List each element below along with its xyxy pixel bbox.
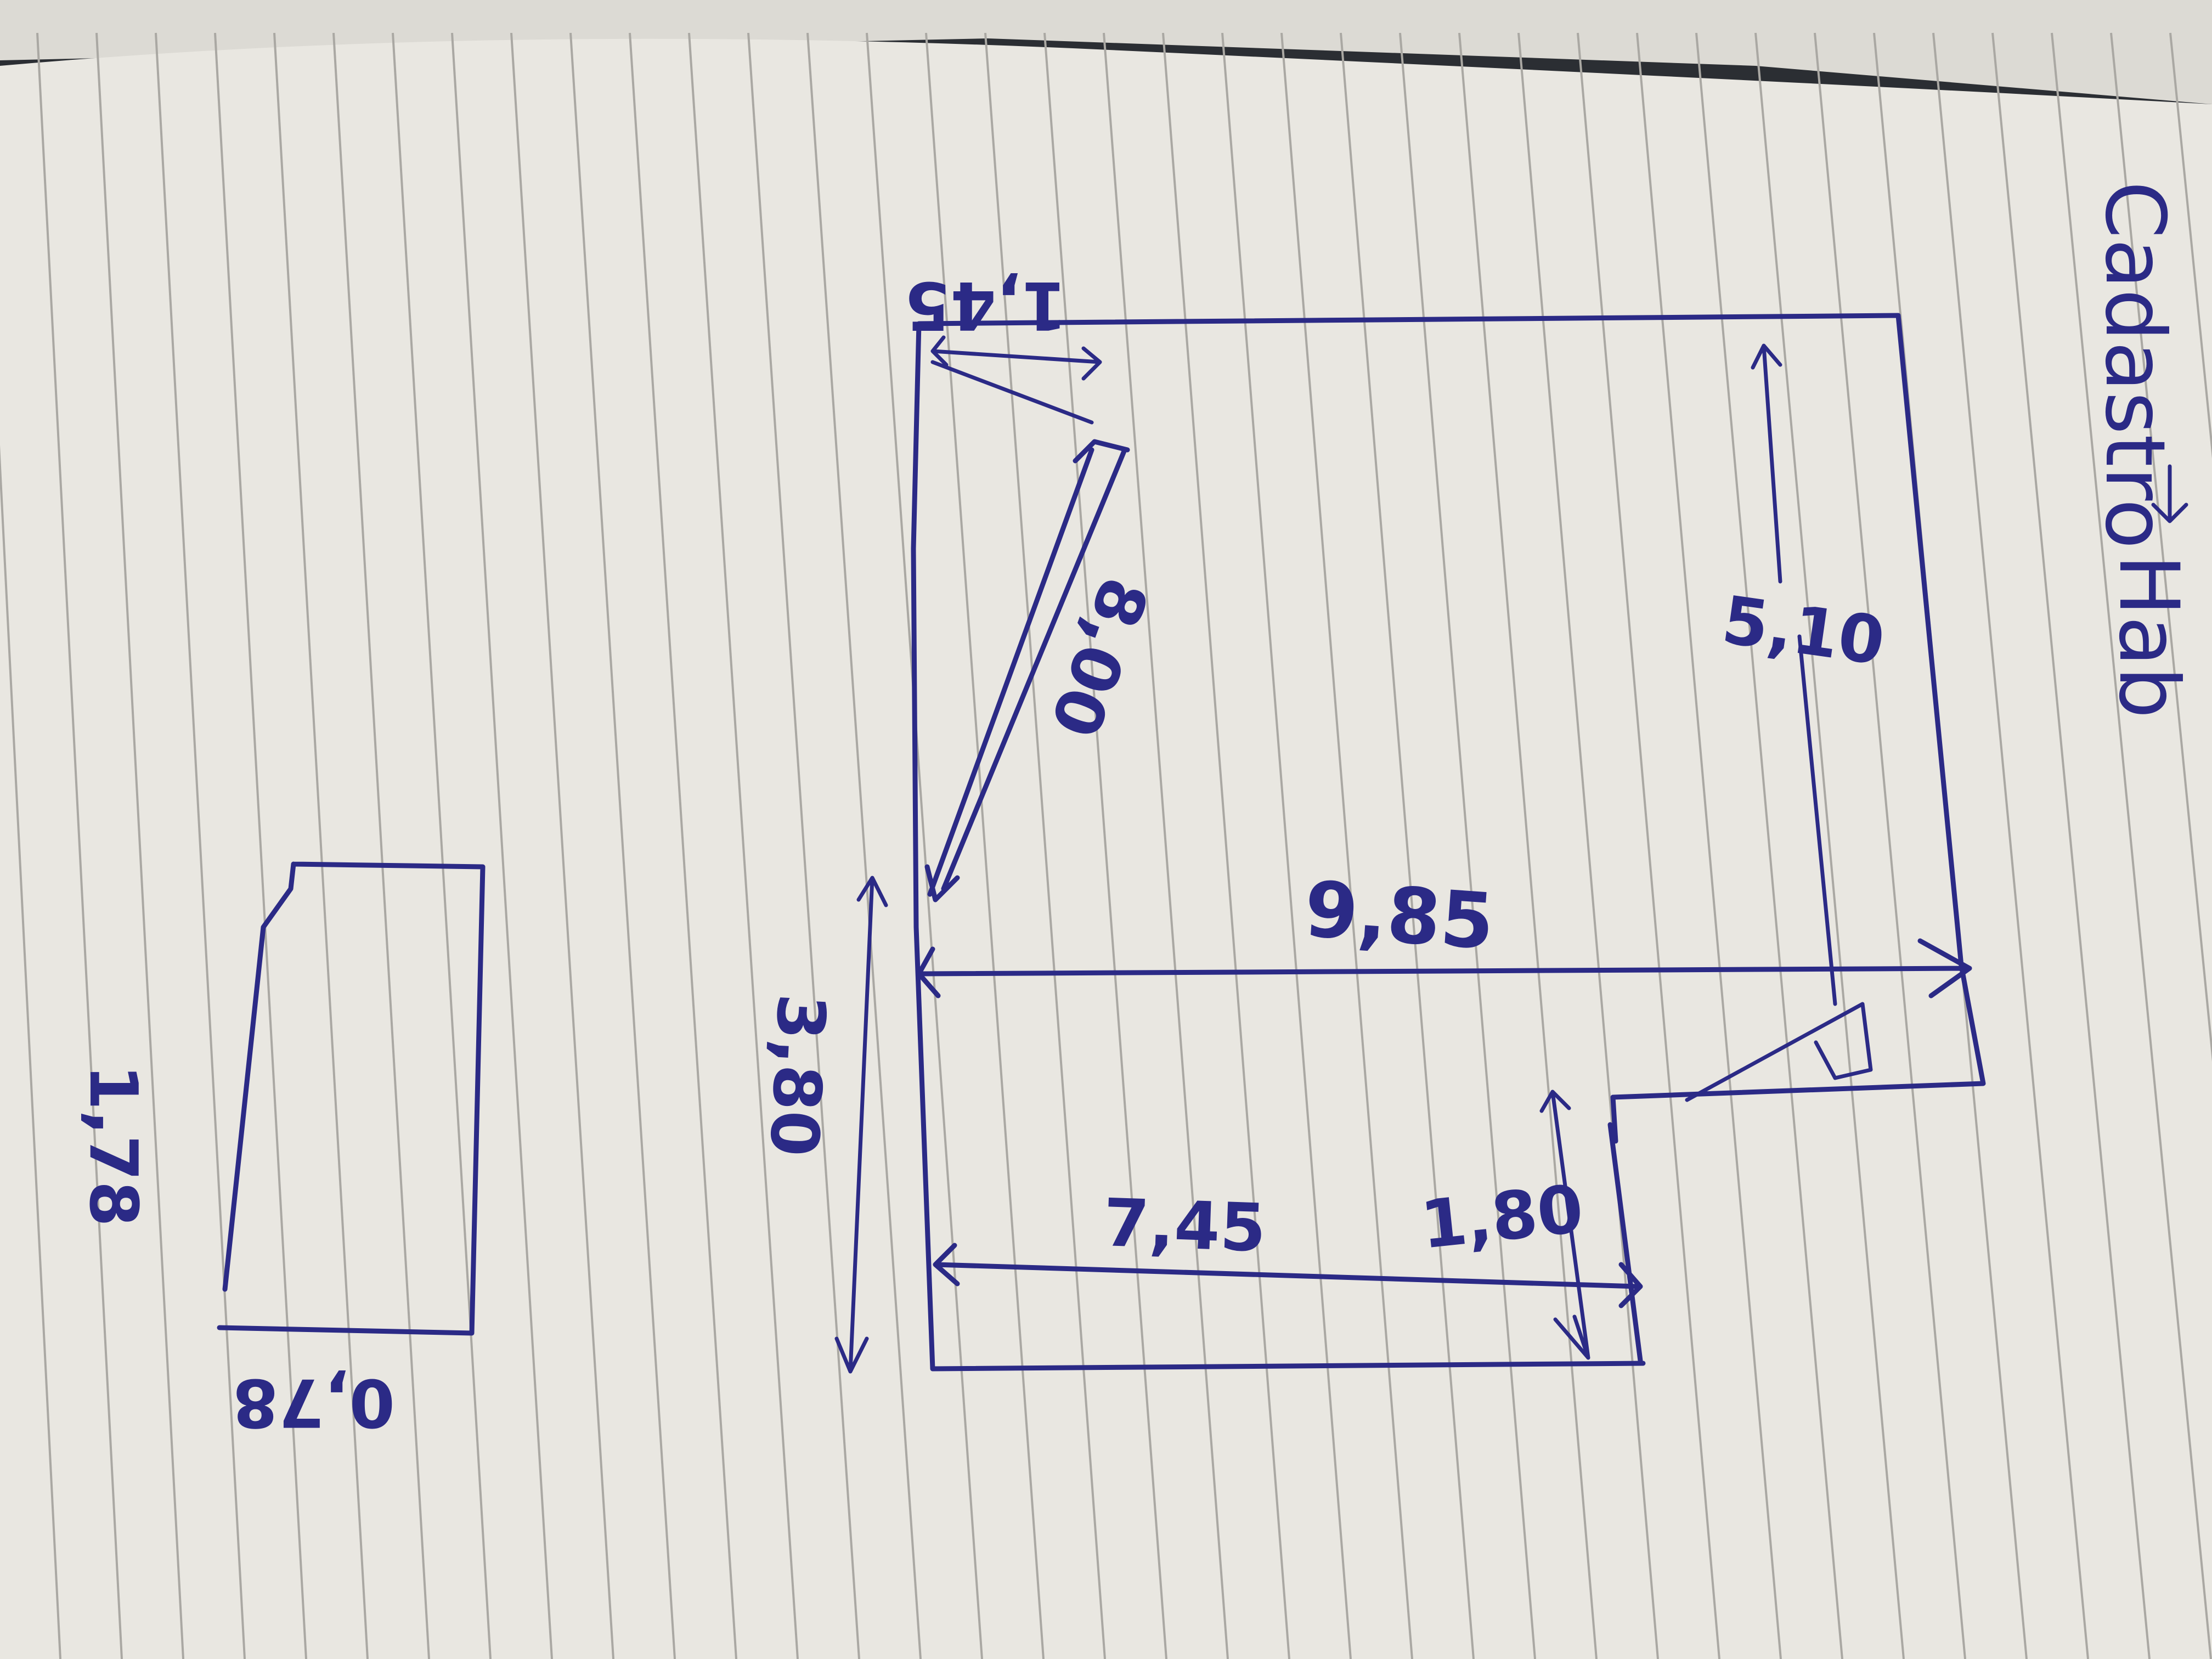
arrow-main-horizontal [916, 938, 1972, 998]
ruled-line [984, 32, 1106, 1659]
label-bottom-right: 1,80 [1418, 1171, 1587, 1264]
ruled-line [1991, 32, 2151, 1659]
ruled-line [510, 32, 614, 1659]
ruled-line [2169, 32, 2212, 459]
ruled-line [1814, 32, 1966, 1659]
arrow-top-left [930, 335, 1102, 381]
margin-note-word-2: Hab [2101, 554, 2196, 719]
ruled-line [1754, 32, 1905, 1659]
label-small-rect-height: 1,78 [75, 1064, 151, 1227]
ruled-line [1221, 32, 1352, 1659]
margin-note-word-1: Cadastro [2087, 181, 2182, 549]
label-top-left: 1,45 [905, 267, 1067, 343]
label-left-lower-height: 3,80 [755, 992, 839, 1158]
ruled-line [1103, 32, 1229, 1659]
page-behind [0, 0, 2212, 104]
top-left-diagonal-stub [930, 360, 1094, 425]
ruled-line [1280, 32, 1413, 1659]
corner-triangle [1685, 1002, 1873, 1102]
ruled-line [866, 32, 983, 1659]
ruled-line [1695, 32, 1843, 1659]
margin-note: Cadastro Hab [2087, 181, 2196, 719]
ruled-line [806, 32, 922, 1659]
ruled-line [332, 32, 430, 1659]
ruled-line [0, 444, 61, 1659]
ruled-line [155, 32, 246, 1659]
ruled-line [214, 32, 307, 1659]
arrow-left-vertical [834, 876, 888, 1374]
ruled-line [392, 32, 492, 1659]
small-rectangle-sketch: 1,78 0,78 [75, 861, 486, 1440]
label-main-width: 9,85 [1302, 865, 1497, 967]
ruled-line [747, 32, 860, 1659]
ruled-line [1517, 32, 1659, 1659]
ruled-line [1458, 32, 1598, 1659]
margin-note-arrow [2151, 464, 2188, 523]
ruled-line [1162, 32, 1290, 1659]
ruled-line [688, 32, 799, 1659]
arrow-bottom-horizontal [933, 1243, 1643, 1308]
ruled-line [1636, 32, 1782, 1659]
ruled-line [451, 32, 553, 1659]
arrow-right-vertical [1751, 343, 1837, 1006]
ruled-line [2051, 32, 2212, 1659]
ruled-line [36, 32, 123, 1659]
ruled-line [1340, 32, 1475, 1659]
diagonal-line [924, 439, 1130, 902]
ruled-line [629, 32, 737, 1659]
ruled-line [2110, 32, 2212, 1062]
ruled-line [273, 32, 369, 1659]
arrow-small-vertical [1539, 1090, 1590, 1360]
ruled-line [1577, 32, 1720, 1659]
ruled-line [1043, 32, 1167, 1659]
ruled-line [925, 32, 1045, 1659]
small-rect-outline [217, 861, 486, 1336]
ruled-line [1399, 32, 1536, 1659]
ruled-lines [0, 32, 2212, 1659]
label-bottom-left: 7,45 [1102, 1185, 1267, 1267]
label-small-rect-width: 0,78 [233, 1364, 395, 1440]
ruled-line [95, 32, 184, 1659]
ruled-line [1932, 32, 2089, 1659]
ruled-line [569, 32, 676, 1659]
